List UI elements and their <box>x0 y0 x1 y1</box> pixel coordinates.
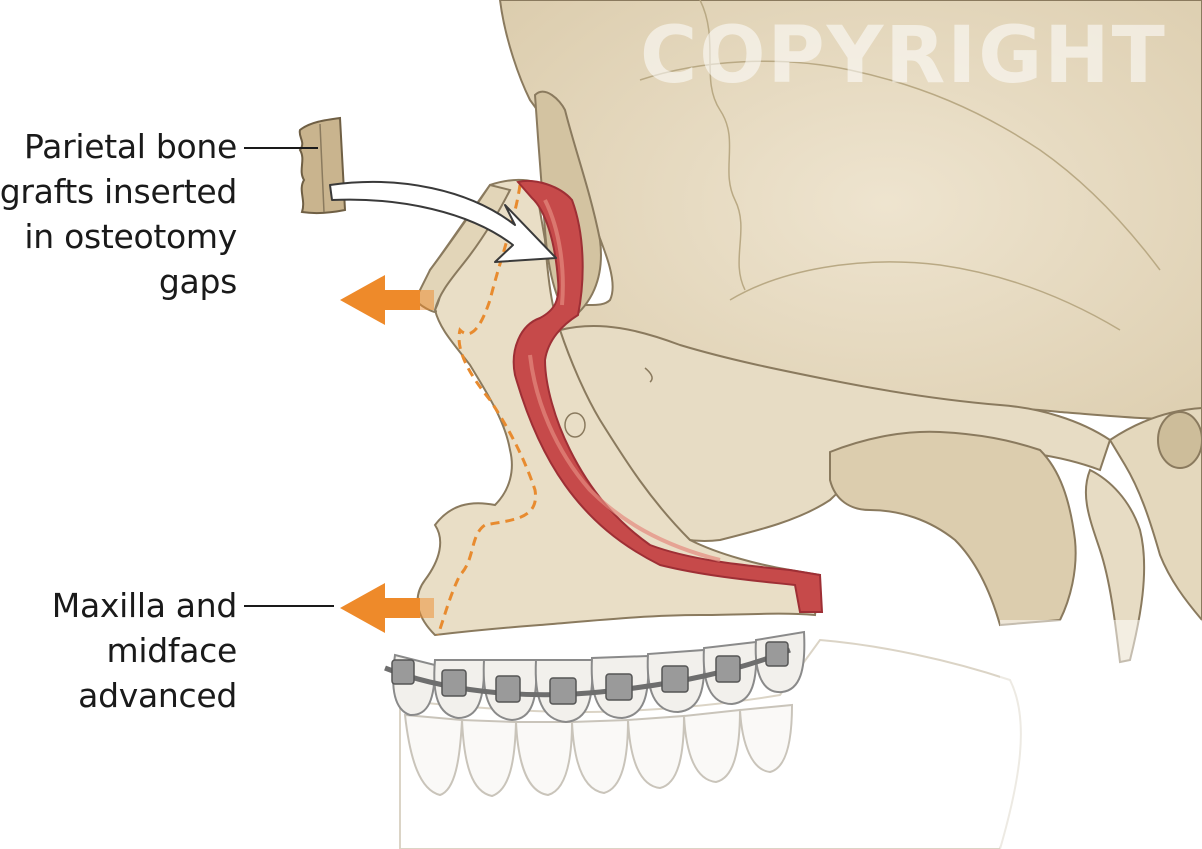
infraorbital-foramen <box>564 412 586 438</box>
graft-label-line-2: grafts inserted <box>0 172 237 211</box>
ear-canal <box>1157 411 1202 469</box>
temporal-line <box>639 60 1161 271</box>
maxilla-label: Maxilla and midface advanced <box>51 583 238 718</box>
graft-label-line-4: gaps <box>158 262 237 301</box>
maxilla-label-line-2: midface <box>106 631 238 670</box>
graft-strip <box>512 180 824 613</box>
graft-label-line-3: in osteotomy <box>24 217 237 256</box>
maxilla-label-line-1: Maxilla and <box>51 586 238 625</box>
brackets <box>391 641 789 705</box>
graft-piece-edge <box>319 123 325 213</box>
squamosal-suture <box>729 261 1121 331</box>
graft-strip-highlight <box>528 199 721 562</box>
maxilla-midface-segment <box>416 178 822 637</box>
graft-label-line-1: Parietal bone <box>24 127 237 166</box>
maxilla-label-line-3: advanced <box>78 676 237 715</box>
mandible-ramus <box>829 430 1077 627</box>
fade-overlay <box>1000 620 1202 849</box>
copyright-watermark: COPYRIGHT <box>640 11 1167 101</box>
small-foramen <box>644 367 653 383</box>
coronal-suture <box>699 0 746 291</box>
lower-teeth <box>403 703 794 798</box>
insert-arrow-icon <box>329 180 557 263</box>
graft-label: Parietal bone grafts inserted in osteoto… <box>0 124 237 304</box>
advance-arrow-lower-icon <box>340 583 434 633</box>
advance-arrow-upper-icon <box>340 275 434 325</box>
